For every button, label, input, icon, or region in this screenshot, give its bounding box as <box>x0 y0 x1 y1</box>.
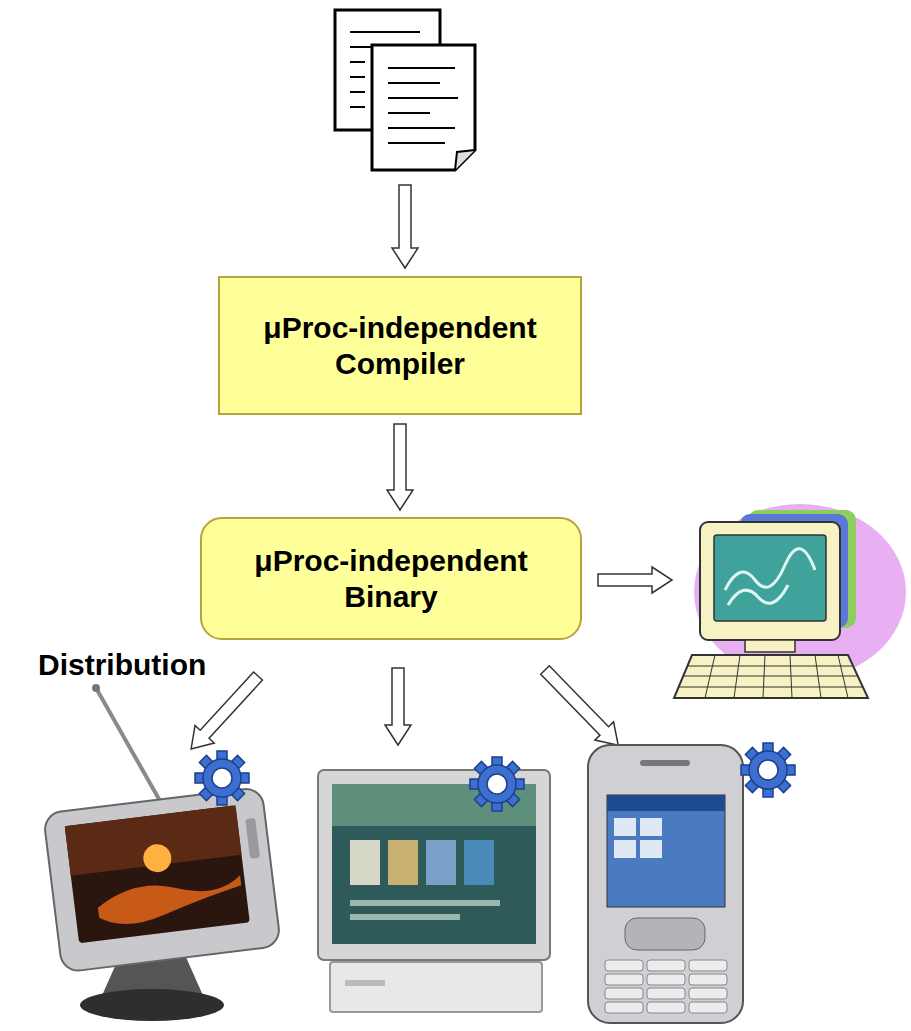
poster <box>426 840 456 885</box>
monitor-stand <box>745 640 795 652</box>
page-front <box>372 45 475 170</box>
desktop-computer <box>674 504 906 698</box>
binary-box: μProc-independent Binary <box>200 517 582 640</box>
tv-controls <box>245 818 260 859</box>
earpiece <box>640 760 690 766</box>
flow-arrow <box>387 424 413 510</box>
gear-icon <box>741 743 795 797</box>
keyboard <box>674 655 868 698</box>
distribution-label: Distribution <box>38 648 206 682</box>
arrow-right <box>598 567 672 593</box>
gear-icon <box>470 757 524 811</box>
tv-sky <box>65 805 242 876</box>
phone-screen <box>607 795 725 907</box>
phone-body <box>588 745 743 1023</box>
tv-body <box>43 787 281 973</box>
antenna-tip <box>92 684 100 692</box>
arrow-down-right <box>536 661 628 754</box>
screen-wave <box>725 549 815 590</box>
screen-wave <box>728 585 788 605</box>
mobile-phone <box>588 745 743 1023</box>
tv-sun <box>142 843 173 874</box>
nav-keys <box>625 918 705 950</box>
backdrop-ellipse <box>694 504 906 680</box>
tv-screen <box>65 805 250 943</box>
hollow-arrows <box>182 185 672 758</box>
text-lines <box>388 68 458 143</box>
portable-tv <box>43 684 281 1021</box>
receiver-box <box>330 962 542 1012</box>
compiler-box: μProc-independent Compiler <box>218 276 582 415</box>
gear-icon <box>195 751 249 805</box>
monitor <box>700 522 840 640</box>
screen-thumbs <box>614 818 662 858</box>
arrow-down <box>385 668 411 745</box>
set-top-box <box>318 770 550 1012</box>
box-text: μProc-independent Compiler <box>234 310 566 382</box>
screen <box>332 784 536 944</box>
screen-header <box>607 795 725 811</box>
tv-stand-base <box>80 989 224 1021</box>
menu-line <box>350 914 460 920</box>
receiver-slot <box>345 980 385 986</box>
document-icon <box>335 10 475 170</box>
page-fold <box>455 150 475 170</box>
arrow-down <box>392 185 418 268</box>
keyboard-keys <box>679 655 862 698</box>
screen <box>714 535 826 621</box>
poster <box>388 840 418 885</box>
poster <box>464 840 494 885</box>
menu-line <box>350 900 500 906</box>
tv-case <box>43 787 281 973</box>
poster <box>350 840 380 885</box>
tv-reflection <box>96 875 244 928</box>
keypad <box>605 960 727 1013</box>
box-text: μProc-independent Binary <box>216 543 566 615</box>
